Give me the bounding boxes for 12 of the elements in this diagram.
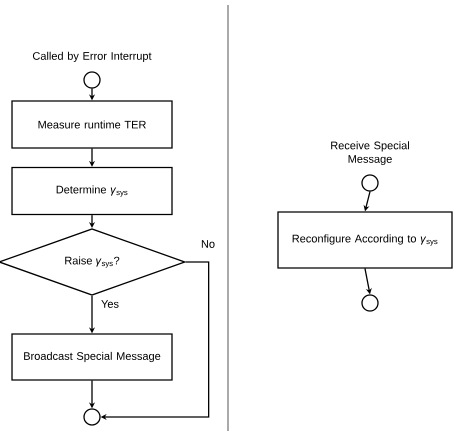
start-label: Receive Special Message: [331, 141, 409, 165]
start-label: Called by Error Interrupt: [32, 52, 152, 62]
terminal-circle: [361, 174, 379, 192]
terminal-circle: [361, 294, 379, 312]
terminal-circle: [83, 408, 101, 426]
terminal-circle: [83, 71, 101, 89]
edge-label: Yes: [100, 299, 120, 309]
process-box: Broadcast Special Message: [11, 333, 173, 381]
process-box: Reconfigure According to γ$_{sys}$: [277, 211, 453, 269]
process-box: Measure runtime TER: [11, 100, 173, 149]
process-box: Determine γ$_{sys}$: [11, 166, 173, 216]
edge-label: No: [200, 239, 216, 249]
